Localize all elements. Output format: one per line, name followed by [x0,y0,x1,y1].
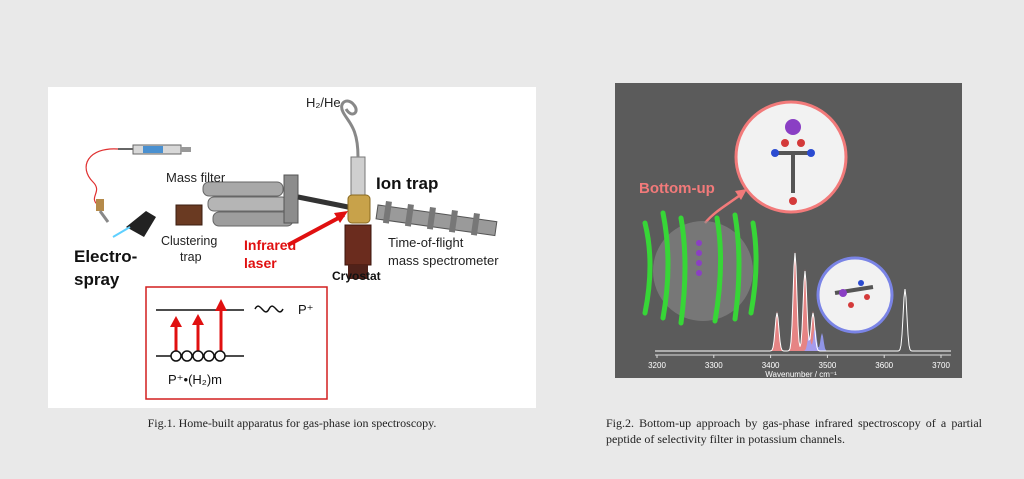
energy-diagram-frame [145,286,328,400]
electrospray-label-2: spray [74,270,120,289]
infrared-label-1: Infrared [244,237,296,253]
mass-filter-label: Mass filter [166,170,226,185]
x-tick-label: 3600 [875,361,893,370]
figure-1-apparatus: H₂/He Mass filter Ion trap Electro- spra… [48,87,536,408]
x-tick-label: 3400 [762,361,780,370]
laser-beam [287,213,345,247]
x-tick-label: 3500 [819,361,837,370]
x-tick-label: 3200 [648,361,666,370]
gas-label: H₂/He [306,95,341,110]
ir-spectrum [655,251,951,352]
spectrum-trace [655,252,951,352]
ion-trap-label: Ion trap [376,174,438,193]
bottom-up-label: Bottom-up [639,180,715,197]
bottom-up-arrowhead [735,189,747,200]
ion-trap-block [347,194,371,224]
gas-line [340,99,360,158]
protein-glow [653,221,753,321]
peptide-molecule [771,119,815,205]
product-ion-label: P⁺ [298,302,314,317]
x-tick-label: 3300 [705,361,723,370]
mass-filter-rods [202,181,294,227]
infrared-label-2: laser [244,255,277,271]
cryostat-label: Cryostat [332,269,381,283]
peptide-conformer-circle [816,256,894,334]
conformer-molecule [834,280,874,308]
clustering-label-1: Clustering [161,234,217,248]
x-axis-ticks: 3200 3300 3400 3500 3600 3700 [648,355,950,370]
figure-2-caption: Fig.2. Bottom-up approach by gas-phase i… [606,416,982,446]
excitation-arrows [170,299,227,353]
red-peaks [655,251,951,351]
cluster-rings [170,350,226,362]
clustering-label-2: trap [180,250,202,264]
emitter-needle [96,199,110,223]
apparatus-diagram: H₂/He Mass filter Ion trap Electro- spra… [74,95,499,400]
potassium-ions [696,240,702,276]
cluster-ion-label: P⁺•(H₂)m [168,372,222,387]
tof-label-2: mass spectrometer [388,253,499,268]
cryostat-body [344,156,372,279]
laser-arrowhead [334,211,348,223]
dissociation-wave [254,305,284,313]
figure-1-caption: Fig.1. Home-built apparatus for gas-phas… [147,416,437,430]
flange-plate [283,174,299,224]
x-tick-label: 3700 [932,361,950,370]
electrospray-label-1: Electro- [74,247,137,266]
x-axis-label: Wavenumber / cm⁻¹ [765,370,837,378]
protein-helices [642,210,759,326]
tof-tube [375,200,498,237]
spectrum-illustration: Bottom-up 3 [639,100,951,379]
capillary-tube [85,148,119,206]
clustering-trap-block [175,204,203,226]
beam-pipe [297,194,349,210]
figure-2-spectrum: Bottom-up 3 [615,83,962,379]
spray-beam [112,226,131,238]
syringe-icon [118,144,191,155]
inlet-cone [126,211,156,237]
tof-label-1: Time-of-flight [388,235,464,250]
